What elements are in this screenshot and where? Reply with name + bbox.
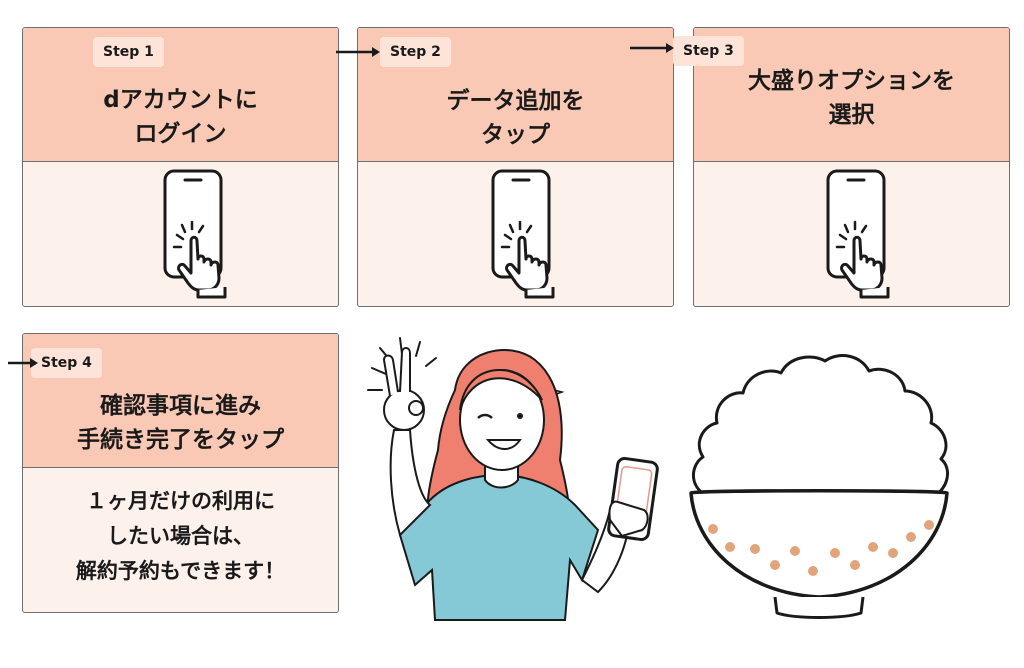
phone-tap-icon — [826, 169, 890, 299]
step-card-header: 大盛りオプションを 選択 — [694, 28, 1009, 162]
step-card-1: Step 1 dアカウントに ログイン — [22, 27, 339, 307]
step-title: データ追加を タップ — [446, 88, 585, 148]
step-badge: Step 2 — [380, 37, 451, 67]
arrow-right-icon — [334, 45, 382, 59]
step-card-header: Step 4 確認事項に進み 手続き完了をタップ — [23, 334, 338, 468]
step-card-header: Step 2 データ追加を タップ — [358, 28, 673, 162]
step-title: 大盛りオプションを 選択 — [748, 68, 955, 128]
step-badge: Step 3 — [673, 36, 744, 66]
step-card-4: Step 4 確認事項に進み 手続き完了をタップ １ヶ月だけの利用に したい場合… — [22, 333, 339, 613]
step-title: 確認事項に進み 手続き完了をタップ — [77, 393, 284, 453]
arrow-right-icon — [628, 41, 676, 55]
woman-ok-gesture-illustration — [367, 337, 659, 621]
step-card-header: Step 1 dアカウントに ログイン — [23, 28, 338, 162]
phone-tap-icon — [163, 169, 227, 299]
step-card-3: 大盛りオプションを 選択 — [693, 27, 1010, 307]
rice-bowl-illustration — [689, 354, 950, 619]
step-badge: Step 4 — [31, 348, 102, 378]
step-badge: Step 1 — [93, 37, 164, 67]
step-title: dアカウントに ログイン — [103, 87, 258, 147]
arrow-right-icon — [8, 358, 38, 368]
option-note: １ヶ月だけの利用に したい場合は、 解約予約もできます！ — [75, 489, 286, 583]
phone-tap-icon — [491, 169, 555, 299]
